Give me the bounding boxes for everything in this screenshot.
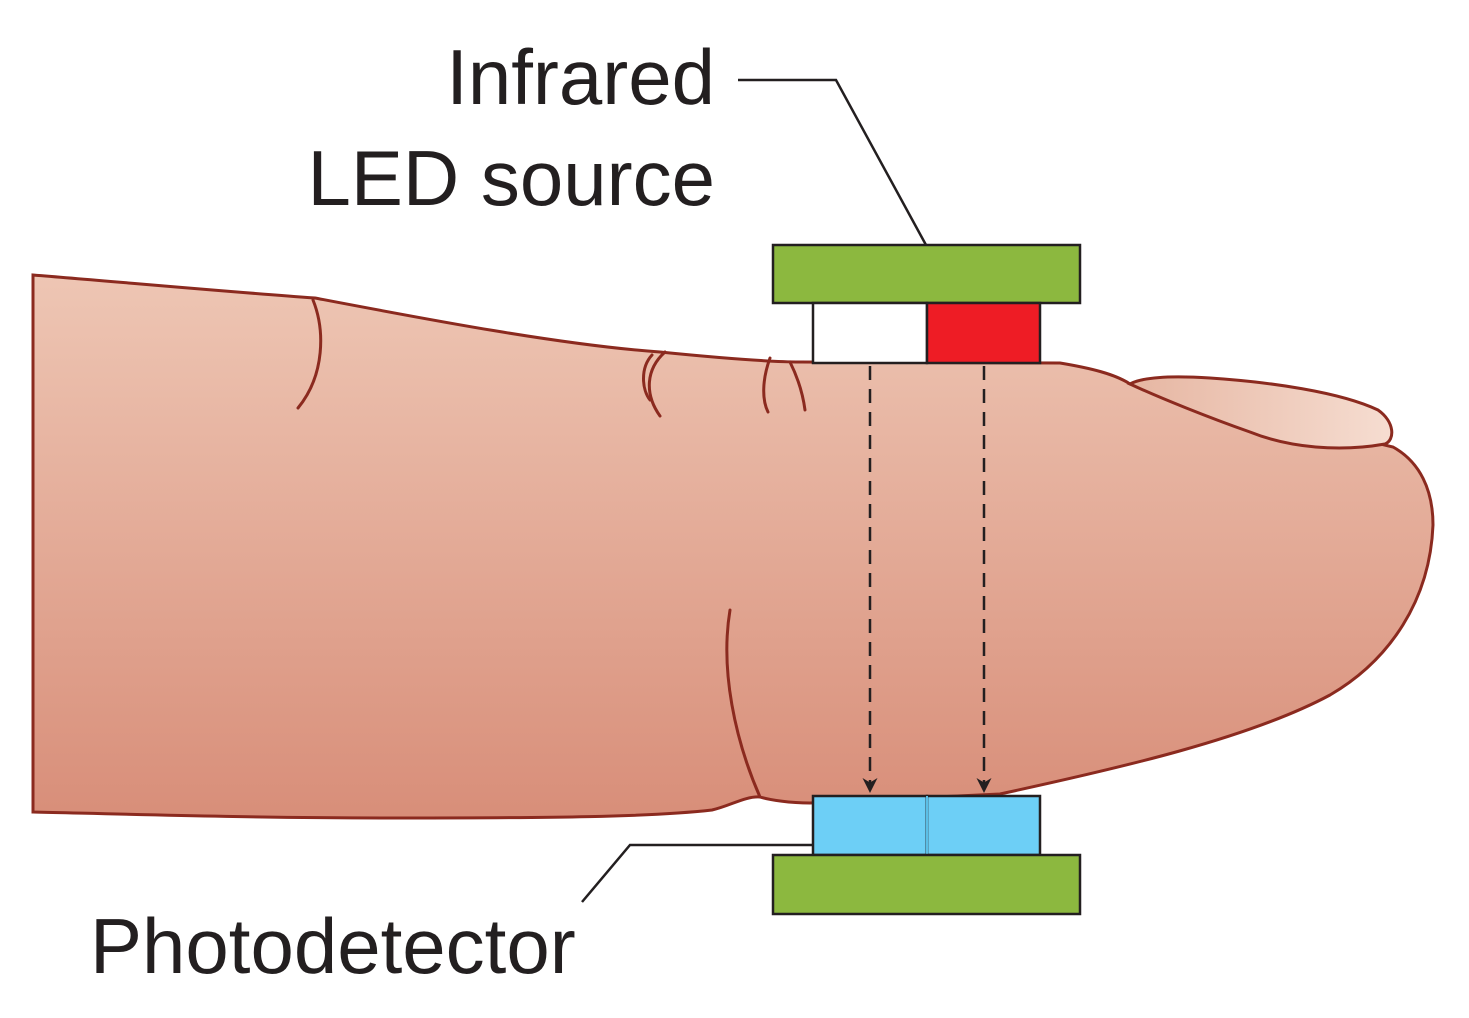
led-leader-line [738, 78, 928, 246]
fingernail [1126, 375, 1394, 450]
detector-leader-line [581, 843, 813, 903]
finger-creases [296, 298, 807, 799]
photodetector-cell-right [925, 794, 1042, 857]
led-source-label-line2: LED source [307, 134, 715, 222]
led-source-label-line1: Infrared [446, 33, 715, 121]
photodetector-cell-left [811, 794, 929, 857]
photodetector-label: Photodetector [90, 902, 576, 990]
led-source-assembly [771, 243, 1082, 365]
light-path-arrows [862, 366, 992, 793]
led-housing-spacer [811, 301, 929, 365]
photodetector-assembly [771, 794, 1082, 916]
finger [31, 273, 1435, 820]
photodetector-housing-plate [771, 853, 1082, 916]
led-housing-plate [771, 243, 1082, 305]
infrared-led [925, 301, 1042, 365]
